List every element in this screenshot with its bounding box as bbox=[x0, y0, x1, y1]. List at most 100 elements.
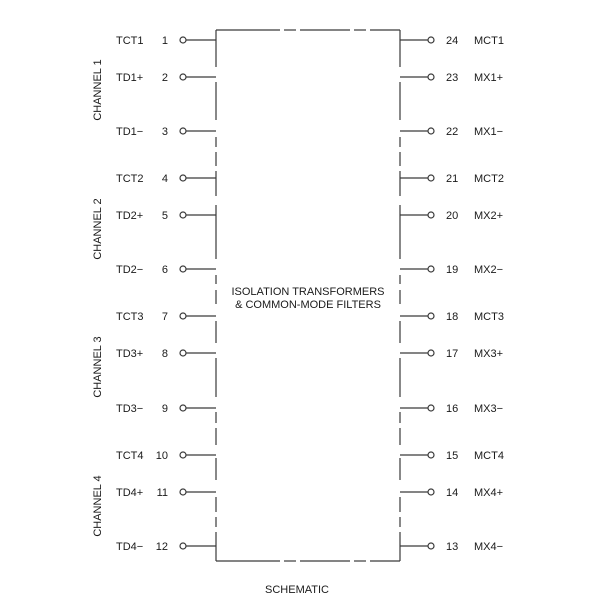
pin-10: 10 TCT4 bbox=[116, 450, 216, 462]
pin-16: 16 MX3− bbox=[400, 403, 503, 415]
channel-label-4: CHANNEL 4 bbox=[92, 475, 104, 536]
pin-number: 12 bbox=[156, 541, 168, 553]
pin-8: 8 TD3+ bbox=[116, 348, 216, 360]
pin-name: TCT3 bbox=[116, 311, 144, 323]
pin-number: 20 bbox=[446, 210, 458, 222]
pin-name: TD3− bbox=[116, 403, 143, 415]
pin-terminal-icon bbox=[427, 211, 435, 219]
pin-number: 11 bbox=[157, 487, 168, 499]
pin-number: 10 bbox=[156, 450, 168, 462]
pin-1: 1 TCT1 bbox=[116, 35, 216, 47]
pin-name: TD1+ bbox=[116, 72, 143, 84]
pin-terminal-icon bbox=[427, 312, 435, 320]
pin-number: 4 bbox=[162, 173, 168, 185]
pin-name: TD4+ bbox=[116, 487, 143, 499]
pin-name: MCT1 bbox=[474, 35, 504, 47]
component-box bbox=[215, 29, 401, 562]
pin-number: 2 bbox=[162, 72, 168, 84]
pin-name: MX3+ bbox=[474, 348, 503, 360]
pin-22: 22 MX1− bbox=[400, 126, 503, 138]
pin-13: 13 MX4− bbox=[400, 541, 503, 553]
pin-24: 24 MCT1 bbox=[400, 35, 504, 47]
pin-terminal-icon bbox=[179, 73, 187, 81]
pin-19: 19 MX2− bbox=[400, 264, 503, 276]
pin-9: 9 TD3− bbox=[116, 403, 216, 415]
pin-number: 24 bbox=[446, 35, 458, 47]
pin-11: 11 TD4+ bbox=[116, 487, 216, 499]
pin-terminal-icon bbox=[179, 265, 187, 273]
block-label-line2: & COMMON-MODE FILTERS bbox=[235, 299, 381, 311]
pin-terminal-icon bbox=[179, 451, 187, 459]
pin-name: MX2− bbox=[474, 264, 503, 276]
pin-number: 16 bbox=[446, 403, 458, 415]
pin-number: 9 bbox=[162, 403, 168, 415]
pin-23: 23 MX1+ bbox=[400, 72, 503, 84]
pin-15: 15 MCT4 bbox=[400, 450, 504, 462]
pin-2: 2 TD1+ bbox=[116, 72, 216, 84]
pin-terminal-icon bbox=[179, 174, 187, 182]
pin-5: 5 TD2+ bbox=[116, 210, 216, 222]
pin-name: MX1− bbox=[474, 126, 503, 138]
pin-number: 18 bbox=[446, 311, 458, 323]
pin-terminal-icon bbox=[427, 451, 435, 459]
pin-name: MCT4 bbox=[474, 450, 504, 462]
pin-number: 15 bbox=[446, 450, 458, 462]
pin-name: MX1+ bbox=[474, 72, 503, 84]
pin-terminal-icon bbox=[427, 73, 435, 81]
pin-number: 1 bbox=[162, 35, 168, 47]
pin-terminal-icon bbox=[427, 488, 435, 496]
pin-name: TD2+ bbox=[116, 210, 143, 222]
pin-terminal-icon bbox=[179, 211, 187, 219]
pin-number: 17 bbox=[446, 348, 458, 360]
pin-terminal-icon bbox=[427, 127, 435, 135]
pin-name: MX4− bbox=[474, 541, 503, 553]
pin-terminal-icon bbox=[179, 127, 187, 135]
pin-terminal-icon bbox=[427, 36, 435, 44]
pin-number: 23 bbox=[446, 72, 458, 84]
pin-4: 4 TCT2 bbox=[116, 173, 216, 185]
pin-number: 7 bbox=[162, 311, 168, 323]
pin-number: 8 bbox=[162, 348, 168, 360]
pin-terminal-icon bbox=[179, 488, 187, 496]
channel-labels: CHANNEL 1 CHANNEL 2 CHANNEL 3 CHANNEL 4 bbox=[92, 59, 104, 536]
pin-number: 13 bbox=[446, 541, 458, 553]
schematic-title: SCHEMATIC bbox=[265, 584, 329, 596]
channel-label-2: CHANNEL 2 bbox=[92, 198, 104, 259]
pin-7: 7 TCT3 bbox=[116, 311, 216, 323]
pin-number: 5 bbox=[162, 210, 168, 222]
pin-name: TD2− bbox=[116, 264, 143, 276]
pin-name: TD1− bbox=[116, 126, 143, 138]
pin-name: TCT2 bbox=[116, 173, 144, 185]
pin-number: 22 bbox=[446, 126, 458, 138]
channel-label-3: CHANNEL 3 bbox=[92, 336, 104, 397]
pin-name: MX3− bbox=[474, 403, 503, 415]
pin-14: 14 MX4+ bbox=[400, 487, 503, 499]
channel-label-1: CHANNEL 1 bbox=[92, 59, 104, 120]
pin-name: TCT1 bbox=[116, 35, 144, 47]
pin-terminal-icon bbox=[427, 404, 435, 412]
block-label-line1: ISOLATION TRANSFORMERS bbox=[231, 286, 384, 298]
pin-terminal-icon bbox=[179, 349, 187, 357]
pin-number: 21 bbox=[446, 173, 458, 185]
pin-17: 17 MX3+ bbox=[400, 348, 503, 360]
pin-terminal-icon bbox=[427, 265, 435, 273]
pin-name: TD3+ bbox=[116, 348, 143, 360]
pin-terminal-icon bbox=[179, 404, 187, 412]
pin-terminal-icon bbox=[179, 542, 187, 550]
pin-terminal-icon bbox=[427, 542, 435, 550]
pin-name: MX4+ bbox=[474, 487, 503, 499]
pin-name: MCT2 bbox=[474, 173, 504, 185]
pin-number: 19 bbox=[446, 264, 458, 276]
pin-terminal-icon bbox=[427, 349, 435, 357]
pin-number: 14 bbox=[446, 487, 458, 499]
pin-terminal-icon bbox=[427, 174, 435, 182]
pin-name: TCT4 bbox=[116, 450, 144, 462]
